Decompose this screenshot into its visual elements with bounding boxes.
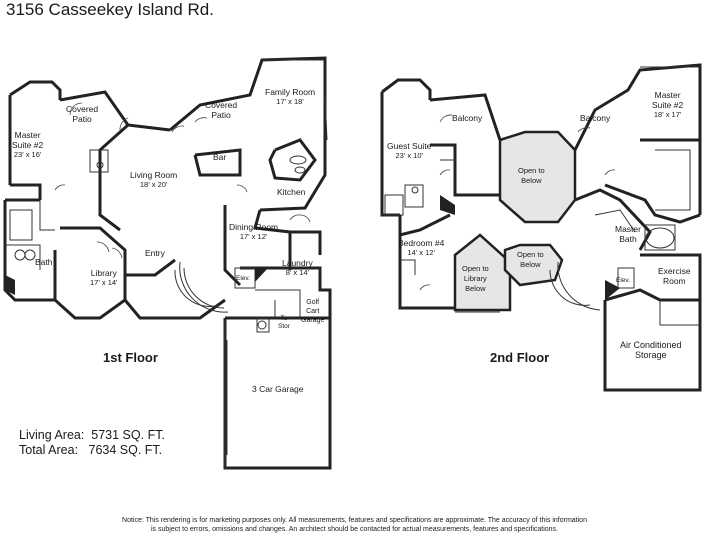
room-dimensions: 14' x 12'	[407, 248, 435, 257]
room-name: Living Room	[130, 170, 178, 180]
second-floor-label: 2nd Floor	[490, 350, 550, 365]
room-dimensions: 23' x 16'	[13, 150, 42, 159]
room-open-to-library-below: Open to Library Below	[462, 264, 489, 293]
room-3-car-garage: 3 Car Garage	[252, 384, 304, 394]
total-area-label: Total Area:	[19, 443, 79, 457]
room-laundry: Laundry 8' x 14'	[282, 258, 313, 278]
room-dimensions: 23' x 10'	[395, 151, 423, 160]
room-dining-room: Dining Room 17' x 12'	[229, 222, 278, 242]
room-exercise-room: Exercise Room	[658, 266, 691, 286]
room-elevator: Elev.	[236, 275, 250, 282]
room-name: Guest Suite	[387, 141, 432, 151]
room-master-bath: Master Bath	[615, 224, 641, 244]
room-covered-patio-right: Covered Patio	[205, 100, 238, 120]
room-master-suite-2: Master Suite #2 23' x 16'	[12, 130, 43, 160]
room-bath: Bath	[35, 257, 53, 267]
disclaimer-notice: Notice: This rendering is for marketing …	[0, 516, 709, 534]
room-dimensions: 8' x 14'	[285, 268, 309, 277]
page-title: 3156 Casseekey Island Rd.	[6, 0, 214, 19]
room-balcony-left: Balcony	[452, 113, 483, 123]
living-area-value: 5731 SQ. FT.	[91, 428, 165, 442]
room-family-room: Family Room 17' x 18'	[265, 87, 315, 107]
room-balcony-right: Balcony	[580, 113, 611, 123]
total-area-row: Total Area: 7634 SQ. FT.	[19, 443, 162, 457]
room-open-to-below: Open to Below	[518, 166, 545, 185]
first-floor-label: 1st Floor	[103, 350, 158, 365]
room-kitchen: Kitchen	[277, 187, 306, 197]
room-master-suite-2-upper: Master Suite #2 18' x 17'	[652, 90, 683, 120]
room-entry: Entry	[145, 248, 165, 258]
room-library: Library 17' x 14'	[90, 268, 117, 288]
room-name: Bedroom #4	[398, 238, 445, 248]
room-dimensions: 18' x 20'	[139, 180, 168, 189]
second-floor-walls	[380, 63, 702, 392]
living-area-row: Living Area: 5731 SQ. FT.	[19, 428, 165, 442]
total-area-value: 7634 SQ. FT.	[88, 443, 163, 457]
room-storage: To Stor	[278, 315, 290, 330]
room-golf-cart-garage: Golf Cart Garage	[301, 299, 325, 324]
room-dimensions: 17' x 18'	[276, 97, 304, 106]
room-open-to-below-small: Open to Below	[517, 250, 544, 269]
room-dimensions: 17' x 12'	[239, 232, 268, 241]
disclaimer-line-1: Notice: This rendering is for marketing …	[122, 517, 587, 524]
room-name: Family Room	[265, 87, 316, 97]
room-ac-storage: Air Conditioned Storage	[620, 340, 682, 360]
room-name: Master Suite #2	[652, 90, 684, 110]
room-name: Laundry	[282, 258, 313, 268]
living-area-label: Living Area:	[19, 428, 85, 442]
room-name: Master Suite #2	[12, 130, 44, 150]
room-dimensions: 17' x 14'	[90, 278, 118, 287]
room-elevator-upper: Elev.	[616, 277, 630, 284]
room-bedroom-4: Bedroom #4 14' x 12'	[398, 238, 444, 258]
room-living-room: Living Room 18' x 20'	[130, 170, 177, 190]
room-bar: Bar	[213, 152, 227, 162]
room-guest-suite: Guest Suite 23' x 10'	[387, 141, 431, 161]
room-name: Dining Room	[229, 222, 279, 232]
room-name: Library	[90, 268, 117, 278]
first-floor-walls	[3, 56, 332, 470]
room-dimensions: 18' x 17'	[653, 110, 682, 119]
room-covered-patio-left: Covered Patio	[66, 104, 99, 124]
disclaimer-line-2: is subject to errors, omissions and chan…	[151, 526, 558, 533]
